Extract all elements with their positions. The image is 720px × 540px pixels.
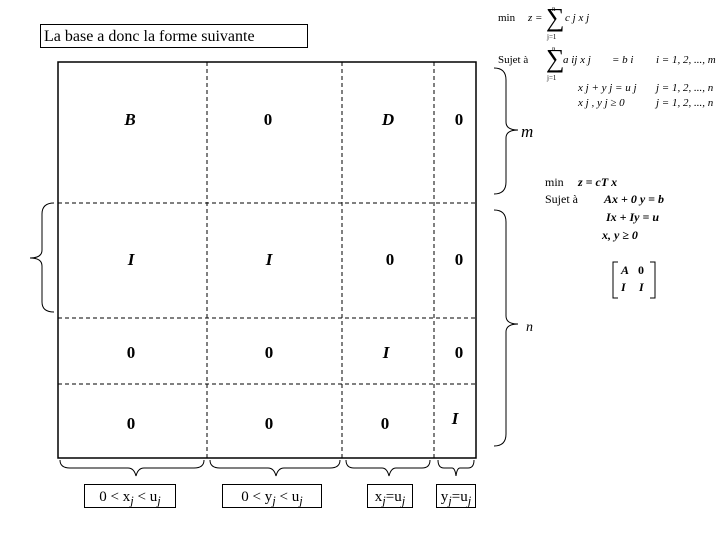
small-matrix-r1-c2: 0 [638, 263, 644, 277]
label-n: n [526, 320, 533, 335]
formula-mid-line3: x, y ≥ 0 [602, 228, 638, 242]
bottom-label-4: yj=uj [436, 484, 476, 508]
title-box: La base a donc la forme suivante [40, 24, 308, 48]
cell-r2-c2: I [265, 250, 273, 269]
formula-top-c1-range: i = 1, 2, ..., m [656, 54, 716, 66]
cell-r3-c2: 0 [264, 343, 274, 362]
formula-top-sum1: ∑ [546, 3, 565, 32]
brace-bottom-4 [437, 459, 475, 477]
cell-r3-c1: 0 [126, 343, 136, 362]
cell-r1-c1: B [124, 110, 136, 129]
formula-top-c1-rhs: = b i [612, 54, 634, 66]
bottom-label-3: xj=uj [367, 484, 413, 508]
formula-top-sum1-upper: n [552, 5, 556, 13]
formula-top-c3-lhs: x j , y j ≥ 0 [578, 97, 625, 109]
cell-r1-c3: D [381, 110, 395, 129]
brace-bottom-1 [59, 459, 205, 477]
brace-bottom-3 [345, 459, 431, 477]
bottom-label-2: 0 < yj < uj [222, 484, 322, 508]
small-matrix-left-bracket [612, 261, 618, 299]
cell-r4-c3: 0 [380, 414, 390, 433]
cell-r4-c4: I [451, 409, 459, 428]
formula-top-c2-lhs: x j + y j = u j [578, 82, 637, 94]
brace-m [493, 67, 519, 195]
label-m: m [521, 122, 534, 141]
formula-top-sum2-upper: n [552, 45, 556, 53]
formula-top-obj-term: c j x j [565, 12, 590, 24]
formula-top-sum2-lower: j=1 [547, 74, 557, 82]
formula-mid-subject: Sujet à [545, 192, 578, 206]
cell-r3-c4: 0 [454, 343, 464, 362]
small-matrix-right-bracket [650, 261, 656, 299]
cell-r4-c2: 0 [264, 414, 274, 433]
cell-r3-c3: I [382, 343, 390, 362]
formula-top-c3-range: j = 1, 2, ..., n [656, 97, 714, 109]
cell-r2-c3: 0 [385, 250, 395, 269]
cell-r2-c1: I [127, 250, 135, 269]
bottom-label-1: 0 < xj < uj [84, 484, 176, 508]
formula-top-sum1-lower: j=1 [547, 33, 557, 41]
title-text: La base a donc la forme suivante [44, 28, 255, 45]
small-matrix-r2-c1: I [621, 280, 626, 294]
small-matrix-r1-c1: A [621, 263, 630, 277]
cell-r2-c4: 0 [454, 250, 464, 269]
small-matrix-r2-c2: I [639, 280, 644, 294]
formula-top-z-eq: z = [528, 12, 543, 24]
cell-r4-c1: 0 [126, 414, 136, 433]
formula-top-c1-term: a ij x j [563, 54, 591, 66]
formula-mid-line2: Ix + Iy = u [606, 210, 660, 224]
formula-top-min: min [498, 12, 516, 24]
cell-r1-c4: 0 [454, 110, 464, 129]
cell-r1-c2: 0 [263, 110, 273, 129]
formula-top-sum2: ∑ [546, 44, 565, 73]
formula-mid-obj: z = cT x [578, 175, 618, 189]
brace-bottom-2 [209, 459, 341, 477]
formula-mid-min: min [545, 175, 564, 189]
formula-mid-line1: Ax + 0 y = b [604, 192, 665, 206]
matrix-border [57, 61, 477, 459]
matrix-dashed-lines [58, 62, 476, 458]
brace-n [493, 209, 519, 447]
formula-top-c2-range: j = 1, 2, ..., n [656, 82, 714, 94]
brace-left [29, 202, 55, 313]
formula-top-subject: Sujet à [498, 54, 529, 66]
